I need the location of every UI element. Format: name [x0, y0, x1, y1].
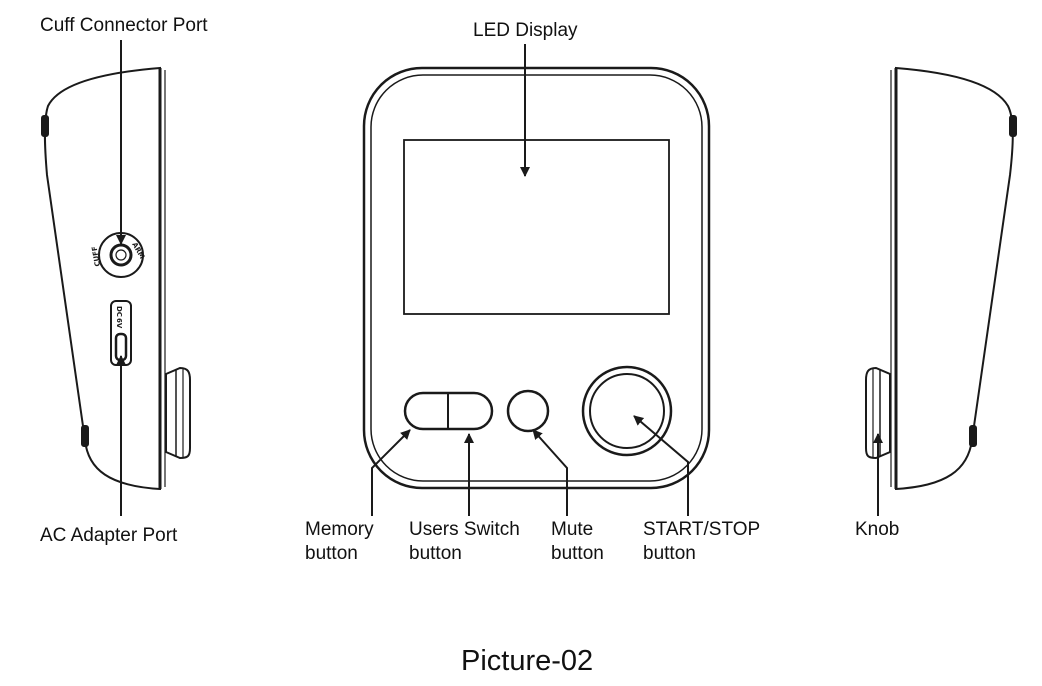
start-stop-leader	[633, 415, 689, 516]
left-side-nub-bottom	[81, 425, 89, 447]
front-body-inner	[370, 74, 703, 482]
start-stop-button-outer	[581, 365, 673, 457]
mute-button-label-line2: button	[551, 543, 604, 564]
led-display-label: LED Display	[473, 20, 578, 41]
front-body-outer	[362, 66, 711, 490]
right-side-view	[865, 66, 1017, 491]
mute-button-label-line1: Mute	[551, 519, 594, 540]
dc-port-marking-bottom: 6V	[115, 318, 123, 329]
start-stop-button-label-line1: START/STOP	[643, 519, 761, 540]
left-side-view	[41, 66, 191, 491]
left-side-body-outline	[43, 66, 161, 491]
mute-button-label: Mute button	[551, 518, 604, 566]
start-stop-button-label: START/STOP button	[643, 518, 760, 566]
users-switch-button-label-line2: button	[409, 543, 462, 564]
right-side-body-outline	[895, 66, 1014, 491]
ac-adapter-port-label: AC Adapter Port	[40, 525, 178, 546]
right-side-nub-top	[1009, 115, 1017, 137]
mute-button-shape	[506, 389, 550, 433]
right-side-nub-bottom	[969, 425, 977, 447]
users-switch-button-label: Users Switch button	[409, 518, 520, 566]
mute-button-leader	[532, 429, 568, 516]
left-side-nub-top	[41, 115, 49, 137]
led-display-screen	[403, 139, 670, 315]
cuff-ring-marking-bottom: CUFF	[91, 245, 102, 267]
memory-button-label: Memory button	[305, 518, 374, 566]
knob-label: Knob	[855, 519, 900, 540]
memory-button-label-line1: Memory	[305, 519, 374, 540]
memory-button-label-line2: button	[305, 543, 358, 564]
cuff-ring-marking-top: ARM	[130, 241, 146, 260]
cuff-connector-port-label: Cuff Connector Port	[40, 15, 208, 36]
start-stop-button-inner	[589, 373, 665, 449]
start-stop-button-label-line2: button	[643, 543, 696, 564]
left-side-knob	[165, 366, 191, 460]
dc-port-marking-top: DC	[115, 306, 123, 317]
users-switch-button-label-line1: Users Switch	[409, 519, 520, 540]
front-view	[362, 66, 711, 490]
right-side-knob	[865, 366, 891, 460]
figure-caption: Picture-02	[461, 645, 594, 677]
memory-button-leader	[371, 429, 411, 516]
